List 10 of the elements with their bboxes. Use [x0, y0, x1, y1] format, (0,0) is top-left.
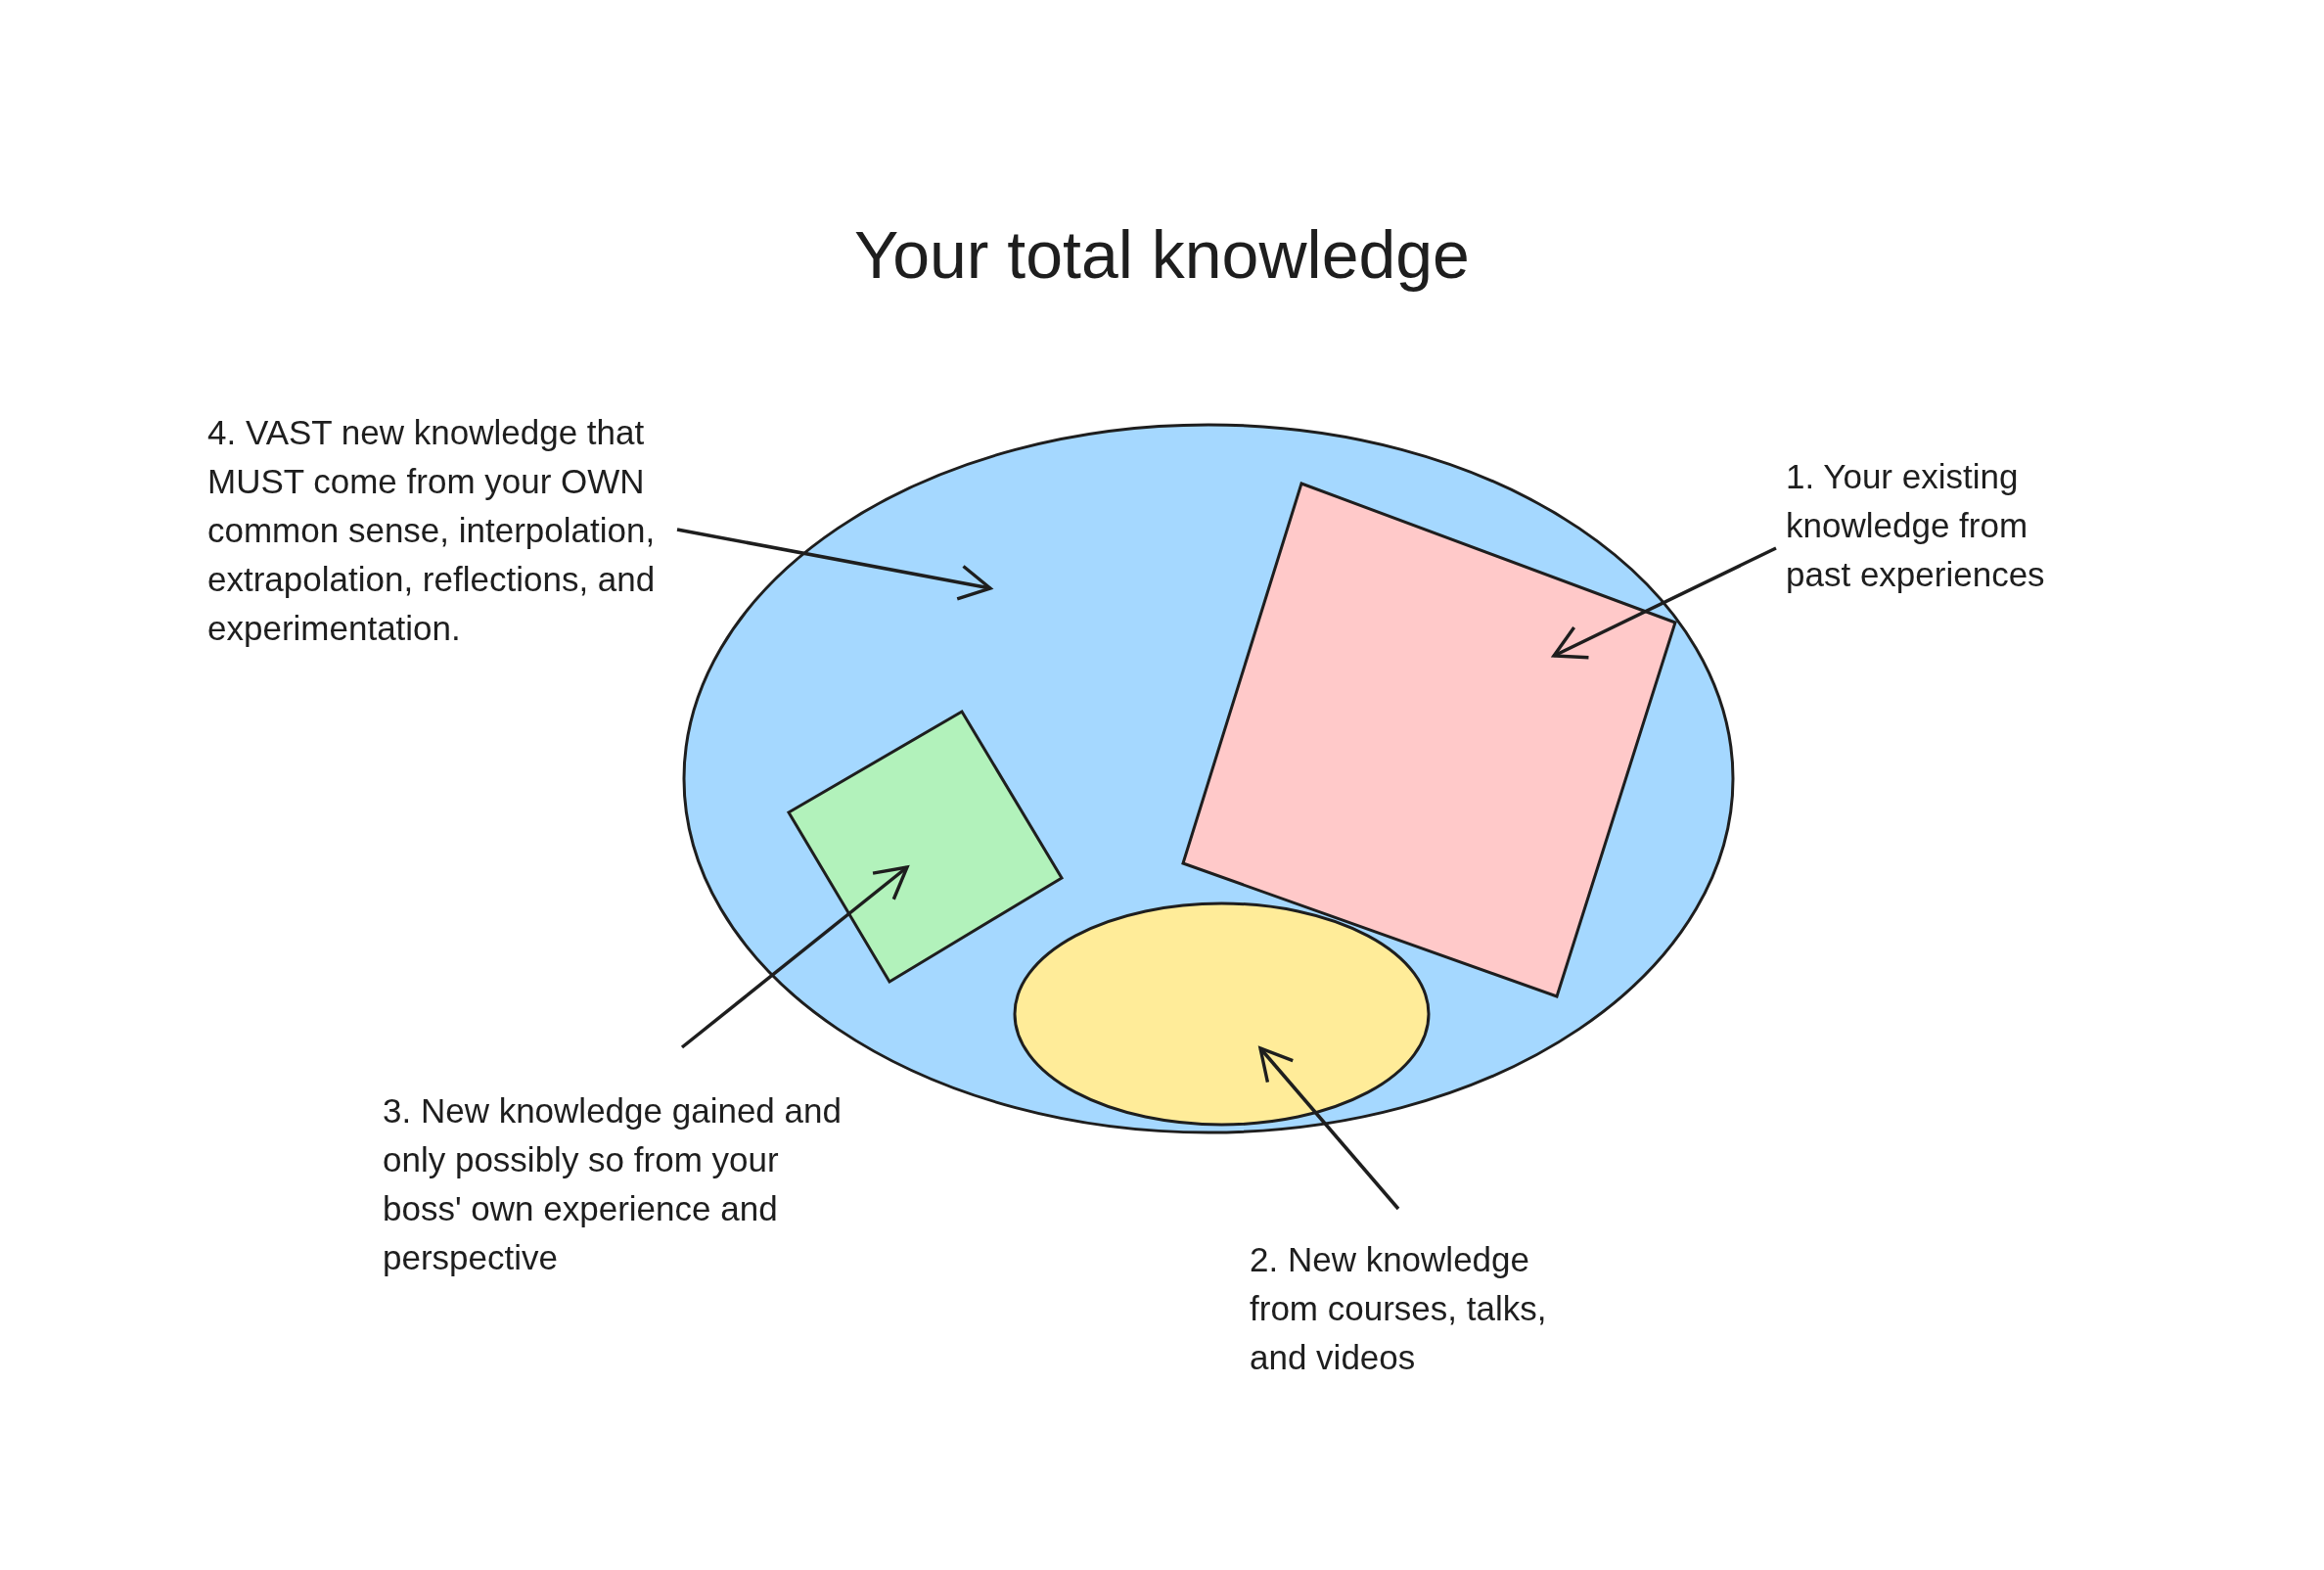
callout-text: 4. VAST new knowledge that MUST come from your OWN common sense, interpolation, extrapolation, reflections, and experimentation.: [207, 408, 658, 702]
arrow: [676, 528, 992, 601]
arrow: [1552, 546, 1777, 660]
arrow: [680, 865, 909, 1049]
ellipse-shape: [1013, 901, 1431, 1127]
diagram-title: Your total knowledge: [853, 216, 1471, 294]
callout-text: 3. New knowledge gained and only possibly so from your boss' own experience and perspective: [383, 1086, 862, 1292]
callout-text: 1. Your existing knowledge from past experiences: [1786, 452, 2099, 609]
arrow: [1258, 1046, 1400, 1211]
callout-text: 2. New knowledge from courses, talks, and videos: [1250, 1235, 1582, 1392]
